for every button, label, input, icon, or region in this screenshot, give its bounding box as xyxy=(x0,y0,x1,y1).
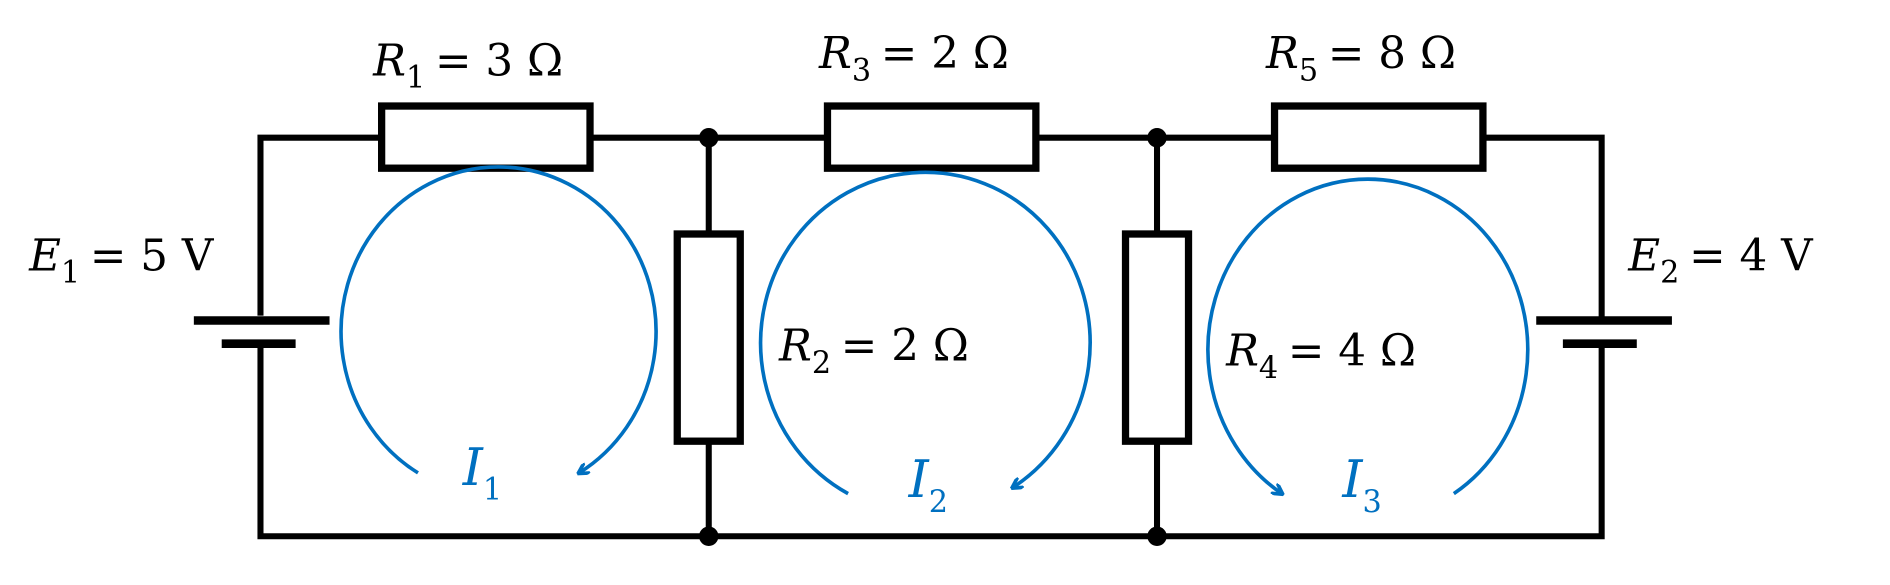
resistor-r1 xyxy=(378,102,594,172)
node-bottom-2 xyxy=(1147,526,1167,546)
node-top-2 xyxy=(1147,127,1167,148)
nodes xyxy=(699,127,1167,546)
label-r1: R1= 3 Ω xyxy=(372,35,563,95)
label-i1: I1 xyxy=(462,439,502,508)
label-r4: R4= 4 Ω xyxy=(1225,326,1416,386)
resistor-r3 xyxy=(823,102,1040,172)
node-top-1 xyxy=(699,127,719,148)
resistor-r5 xyxy=(1270,102,1487,172)
label-e1: E1= 5 V xyxy=(28,230,215,290)
label-r2: R2= 2 Ω xyxy=(778,321,969,381)
label-r5: R5= 8 Ω xyxy=(1265,28,1456,88)
resistor-r2 xyxy=(673,230,744,445)
label-i3: I3 xyxy=(1341,451,1381,520)
node-bottom-1 xyxy=(699,526,719,546)
loop-current-arrow-i3 xyxy=(1206,177,1530,493)
label-i2: I2 xyxy=(908,451,948,520)
loop-current-arrow-i2 xyxy=(758,170,1092,496)
loop-current-arrow-i1 xyxy=(339,165,658,473)
battery-e2 xyxy=(1536,316,1672,348)
label-e2: E2= 4 V xyxy=(1627,230,1814,290)
resistor-r4 xyxy=(1121,230,1193,445)
label-r3: R3= 2 Ω xyxy=(818,28,1009,88)
battery-e1 xyxy=(193,315,330,348)
